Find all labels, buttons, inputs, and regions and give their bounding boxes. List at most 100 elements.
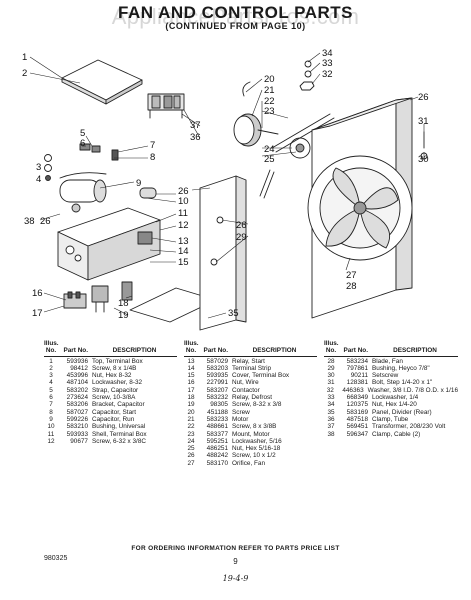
callout-1: 1: [22, 52, 27, 63]
callout-30: 30: [418, 154, 429, 165]
cell-description: Bushing, Universal: [92, 423, 146, 431]
exploded-parts-diagram: 1 2 3 4 5 6 7 8 9 10 11 12 13 14 15 16 1…: [22, 48, 429, 331]
document-code: 980325: [44, 555, 68, 562]
table-row: 11 593933 Shell, Terminal Box: [44, 431, 177, 438]
cell-illus-no: 38: [327, 430, 335, 438]
callout-22: 22: [264, 96, 275, 107]
cell-part-no: 797861: [346, 364, 368, 372]
table-header: Illus. No. Part No. DESCRIPTION: [324, 340, 458, 357]
cell-description: Strap, Capacitor: [92, 386, 139, 394]
cell-illus-no: 6: [49, 394, 53, 402]
cell-illus-no: 37: [327, 423, 335, 431]
cell-description: Blade, Fan: [372, 357, 403, 365]
page-title: FAN AND CONTROL PARTS: [118, 3, 353, 22]
cell-illus-no: 26: [187, 452, 195, 460]
fan-motor: [233, 113, 279, 147]
cell-description: Orifice, Fan: [232, 459, 266, 467]
cell-part-no: 583377: [206, 430, 228, 438]
callout-36: 36: [190, 132, 201, 143]
cell-illus-no: 25: [187, 445, 195, 453]
fan-orifice: [307, 97, 413, 319]
cell-illus-no: 21: [187, 415, 195, 423]
cell-illus-no: 11: [47, 430, 55, 438]
cell-illus-no: 35: [327, 408, 335, 416]
callout-20: 20: [264, 74, 275, 85]
cell-description: Screw, 8 x 1/4B: [92, 364, 137, 372]
callout-26d: 26: [40, 216, 51, 227]
cell-illus-no: 23: [187, 430, 195, 438]
cell-part-no: 593933: [66, 430, 88, 438]
cell-description: Nut, Hex 1/4-20: [372, 401, 417, 409]
terminal-box-top-plate: [61, 59, 143, 105]
callout-11: 11: [178, 208, 188, 219]
cell-description: Shell, Terminal Box: [92, 430, 147, 438]
cell-part-no: 486251: [206, 445, 228, 453]
cell-illus-no: 7: [49, 401, 53, 409]
cell-illus-no: 19: [187, 401, 195, 409]
header-description: DESCRIPTION: [112, 347, 157, 355]
cell-illus-no: 24: [187, 437, 195, 445]
cell-description: Washer, 3/8 I.D. 7/8 O.D. x 1/16: [367, 386, 458, 394]
callout-32: 32: [322, 69, 333, 80]
handwritten-date: 19-4-9: [222, 574, 249, 583]
callout-28: 28: [346, 281, 357, 292]
cell-part-no: 90677: [70, 437, 88, 445]
cell-illus-no: 16: [187, 379, 195, 387]
cell-part-no: 488242: [206, 452, 228, 460]
cell-illus-no: 31: [327, 379, 335, 387]
cell-illus-no: 27: [187, 459, 195, 467]
callout-26c: 26: [418, 92, 429, 103]
cell-part-no: 583234: [346, 357, 368, 365]
cell-part-no: 593936: [66, 357, 88, 365]
cell-illus-no: 2: [49, 364, 53, 372]
cell-description: Cover, Terminal Box: [232, 372, 290, 380]
cell-part-no: 90211: [350, 372, 368, 380]
callout-29: 29: [236, 232, 247, 243]
callout-26b: 26: [236, 220, 247, 231]
cell-description: Panel, Divider (Rear): [372, 408, 432, 416]
cell-part-no: 587027: [66, 408, 88, 416]
cell-part-no: 583233: [206, 415, 228, 423]
header-illus-no: Illus. No.: [44, 340, 59, 355]
cell-description: Capacitor, Run: [92, 415, 135, 423]
callout-24: 24: [264, 144, 275, 155]
cell-part-no: 128381: [346, 379, 368, 387]
cell-part-no: 273624: [66, 394, 88, 402]
callout-38: 38: [24, 216, 35, 227]
cell-description: Clamp, Cable (2): [372, 430, 421, 438]
cell-part-no: 488661: [206, 423, 228, 431]
callout-34: 34: [322, 48, 333, 59]
cell-illus-no: 12: [47, 437, 55, 445]
header-description: DESCRIPTION: [252, 347, 297, 355]
cell-part-no: 583202: [66, 386, 88, 394]
cell-illus-no: 3: [49, 372, 53, 380]
cell-description: Nut, Hex 8-32: [92, 372, 132, 380]
callout-26a: 26: [178, 186, 189, 197]
cell-description: Screw, 10 x 1/2: [232, 452, 276, 460]
page-number: 9: [233, 557, 238, 566]
callout-12: 12: [178, 220, 189, 231]
cell-part-no: 487518: [346, 415, 368, 423]
divider-panel: [199, 175, 247, 331]
callout-13: 13: [178, 236, 189, 247]
cell-illus-no: 33: [327, 394, 335, 402]
callout-25: 25: [264, 154, 275, 165]
cell-description: Transformer, 208/230 Volt: [372, 423, 446, 431]
